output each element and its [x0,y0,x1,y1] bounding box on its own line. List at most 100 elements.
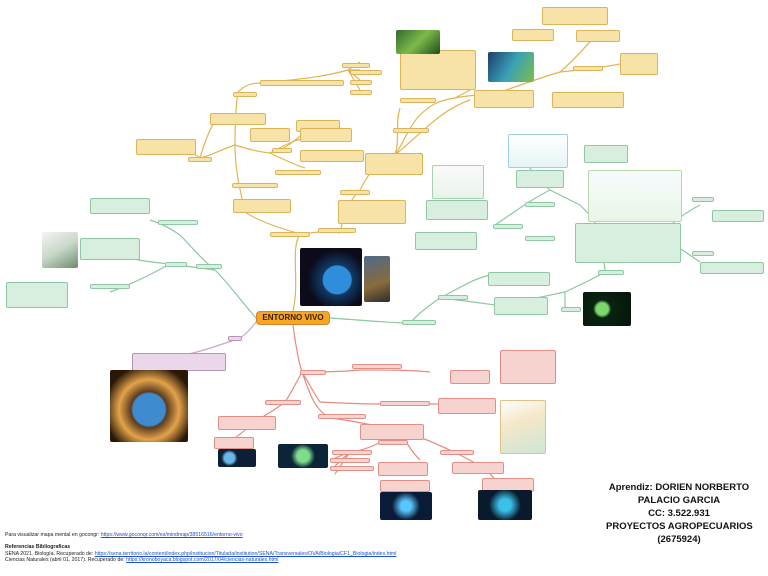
reference-2-link[interactable]: https://kronoboyaca.blogspot.com/2017/04… [126,557,279,564]
lab-scientist-image [42,232,78,268]
author-program-code: (2675924) [657,534,701,545]
map-node [500,350,556,384]
map-node [400,98,436,103]
map-node [270,232,310,237]
author-name-line2: PALACIO GARCIA [637,495,721,506]
map-node [620,53,658,75]
map-node [542,7,608,25]
map-node [598,270,624,275]
life-on-earth-image [110,370,188,442]
map-node [136,139,196,155]
map-node [561,307,581,312]
map-node [214,437,254,449]
map-node [350,70,382,75]
map-node [158,220,198,225]
map-node [90,284,130,289]
map-node [440,450,474,455]
map-node [300,370,326,375]
bacteria-image [478,490,532,520]
view-link-line: Para visualizar mapa mental en gocongr: … [5,532,745,538]
map-node [438,398,496,414]
map-node [300,150,364,162]
map-node [378,462,428,476]
dna-cells-image [278,444,328,468]
map-node [573,66,603,71]
map-node [342,63,370,68]
map-node [402,320,436,325]
map-node [350,90,372,95]
goconqr-link[interactable]: https://www.goconqr.com/es/mindmap/38516… [100,532,243,538]
author-id: CC: 3.522.931 [648,508,710,519]
map-node [380,401,430,406]
map-node [340,190,370,195]
map-node [232,183,278,188]
map-node [300,128,352,142]
map-node [318,414,366,419]
reference-2-prefix: Ciencias Naturales (abril 01, 2017). Rec… [5,557,125,564]
map-node [692,197,714,202]
map-node [6,282,68,308]
map-node [525,202,555,207]
map-node [438,295,468,300]
reference-1-link[interactable]: https://sena.territorio.la/content/index… [94,550,397,557]
organisms-diagram-image [500,400,546,454]
map-node [576,30,620,42]
map-node [426,200,488,220]
reference-2: Ciencias Naturales (abril 01, 2017). Rec… [5,557,745,563]
map-node [712,210,764,222]
map-node [260,80,344,86]
map-node [318,228,356,233]
footer: Para visualizar mapa mental en gocongr: … [5,532,745,564]
map-node [228,336,242,341]
map-node [272,148,292,153]
map-node [552,92,624,108]
reference-1: SENA 2021. Biología. Recuperado de: http… [5,551,745,557]
purple-branch-lines [179,321,257,357]
ecosystem-image [396,30,440,54]
map-node [415,232,477,250]
cells-image [218,449,256,467]
map-node [332,450,372,455]
author-program: PROYECTOS AGROPECUARIOS [606,521,753,532]
map-node [265,400,301,405]
map-node [700,262,764,274]
view-link-prefix: Para visualizar mapa mental en gocongr: [5,532,100,538]
cell-types-diagram-image [588,170,682,222]
map-node [330,458,370,463]
map-node [352,364,402,369]
map-node [218,416,276,430]
ecology-diagram-image [508,134,568,168]
map-node [338,200,406,224]
map-node [380,480,430,492]
map-node [393,128,429,133]
map-node [400,50,476,90]
author-block: Aprendiz: DORIEN NORBERTO PALACIO GARCIA… [606,481,753,546]
earth-collage-image [300,248,362,306]
map-node [250,128,290,142]
map-node [525,236,555,241]
map-node [210,113,266,125]
map-node [692,251,714,256]
reference-1-prefix: SENA 2021. Biología. Recuperado de: [5,550,94,557]
map-node [233,199,291,213]
map-node [90,198,150,214]
central-node-entorno-vivo: ENTORNO VIVO [256,311,330,325]
map-node [196,264,222,269]
map-node [365,153,423,175]
map-node [584,145,628,163]
map-node [512,29,554,41]
map-node [350,80,372,85]
map-node [165,262,187,267]
map-node [80,238,140,260]
map-node [516,170,564,188]
food-chain-diagram-image [432,165,484,199]
ocean-life-image [488,52,534,82]
author-name-line1: Aprendiz: DORIEN NORBERTO [608,482,750,493]
microorganisms-image [380,492,432,520]
map-node [275,170,321,175]
map-node [360,424,424,440]
map-node [132,353,226,371]
map-node [474,90,534,108]
microscope-cells-image [583,292,631,326]
map-node [188,157,212,162]
